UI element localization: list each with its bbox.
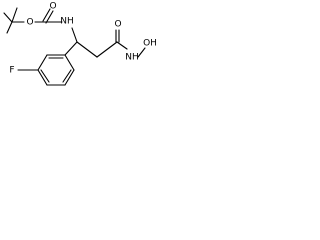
ring-bond-6 (64, 54, 75, 71)
atom-label-amide-oxygen: O (114, 20, 121, 30)
ring-bond-2 (37, 54, 48, 71)
ring-bond-5 (64, 69, 75, 86)
atom-label-fluorine: F (9, 66, 14, 76)
bond-nh-to-oh (137, 47, 146, 58)
bond-ch2-to-amide-carbon (96, 41, 118, 58)
structure-diagram: O NH O O NH OH F (0, 0, 158, 103)
tbu-bond-methyl-top-left (3, 12, 13, 23)
ring-bond-3 (37, 69, 48, 86)
tbu-bond-methyl-bottom (6, 21, 13, 34)
tbu-bond-methyl-top (11, 7, 18, 23)
bond-chiral-to-ch2 (76, 41, 98, 58)
atom-label-hydroxamic-nh: NH (125, 53, 139, 63)
atom-label-hydroxamic-oh: OH (143, 39, 157, 49)
ring-inner-double-3 (62, 69, 72, 83)
carbamate-double-bond-b (45, 10, 54, 24)
atom-label-carbamate-oxygen: O (49, 2, 56, 12)
bond-chiral-to-ring (64, 41, 78, 56)
bond-amide-carbon-to-nh (116, 41, 128, 50)
ring-inner-double-2 (40, 69, 50, 83)
carbamate-double-bond-a (42, 8, 51, 22)
structure-svg: O NH O O NH OH F (3, 2, 157, 86)
bond-nh-to-chiral-carbon (71, 27, 78, 43)
atom-label-carbamate-nh: NH (60, 17, 74, 27)
atom-label-ester-oxygen: O (26, 18, 33, 28)
